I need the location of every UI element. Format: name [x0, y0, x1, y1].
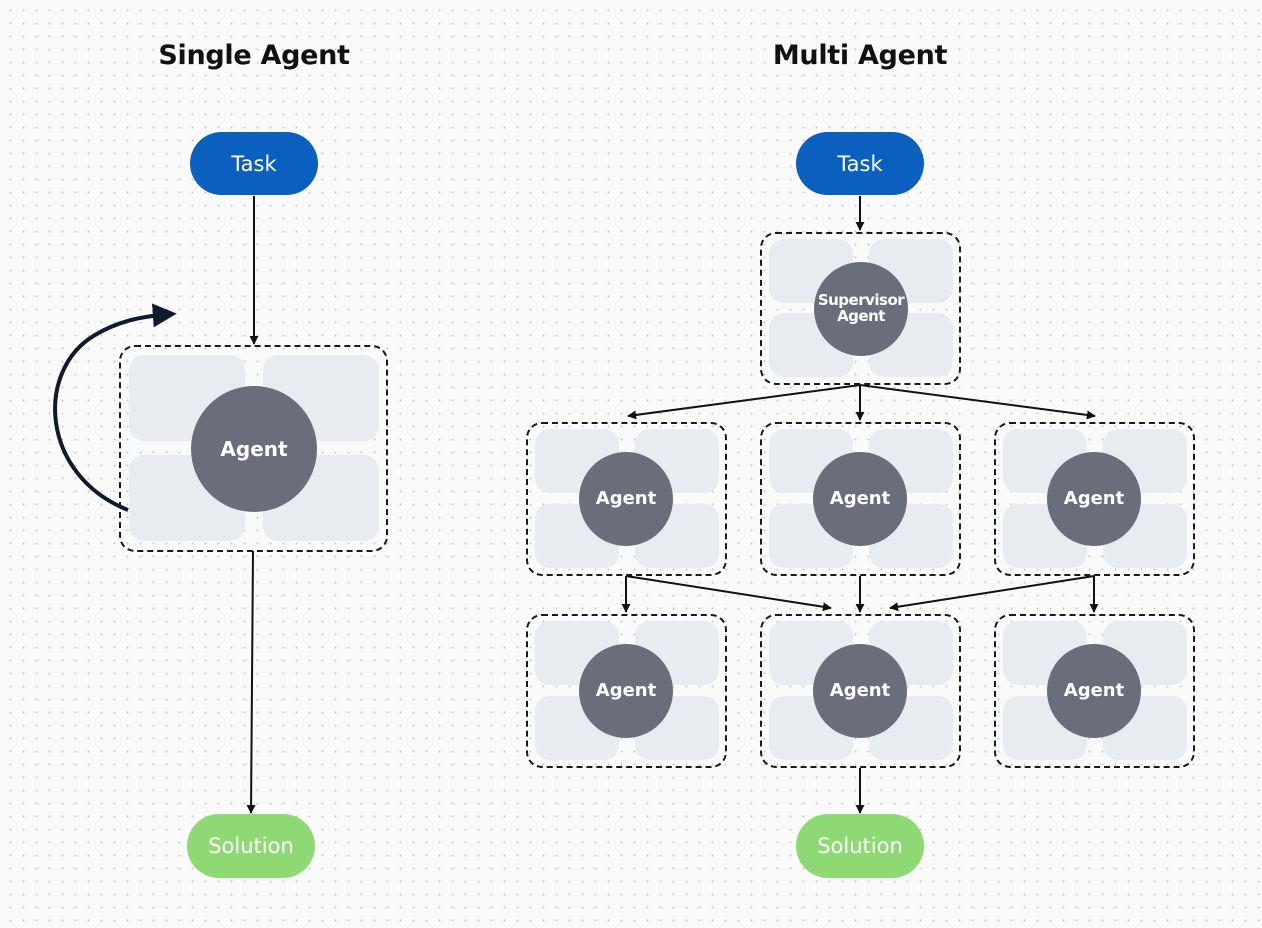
agent-node-row2-right: Agent	[994, 614, 1195, 768]
single-task-node: Task	[190, 132, 318, 195]
agent-node-row2-left: Agent	[526, 614, 727, 768]
multi-solution-node: Solution	[796, 814, 924, 878]
supervisor-agent-circle: Supervisor Agent	[814, 262, 908, 356]
single-agent-circle: Agent	[191, 386, 317, 512]
supervisor-agent-node: Supervisor Agent	[760, 232, 961, 385]
agent-node-row1-middle: Agent	[760, 422, 961, 576]
agent-node-row2-middle: Agent	[760, 614, 961, 768]
agent-circle: Agent	[579, 452, 673, 546]
arrow-agent-to-solution	[246, 550, 256, 814]
agent-circle: Agent	[813, 644, 907, 738]
multi-agent-title: Multi Agent	[772, 40, 948, 71]
arrow-right-to-center	[889, 575, 1095, 612]
arrow-supervisor-to-agent-right	[859, 384, 1096, 420]
agent-circle: Agent	[579, 644, 673, 738]
agent-circle: Agent	[1047, 644, 1141, 738]
single-solution-node: Solution	[187, 814, 315, 878]
arrow-supervisor-to-agent-left	[627, 384, 861, 420]
single-agent-title: Single Agent	[158, 40, 350, 71]
single-agent-node: Agent	[119, 345, 388, 552]
agent-circle: Agent	[813, 452, 907, 546]
loop-arrow	[53, 303, 177, 512]
agent-node-row1-right: Agent	[994, 422, 1195, 576]
agent-circle: Agent	[1047, 452, 1141, 546]
agent-node-row1-left: Agent	[526, 422, 727, 576]
multi-task-node: Task	[796, 132, 924, 195]
arrow-left-to-center	[625, 575, 832, 612]
